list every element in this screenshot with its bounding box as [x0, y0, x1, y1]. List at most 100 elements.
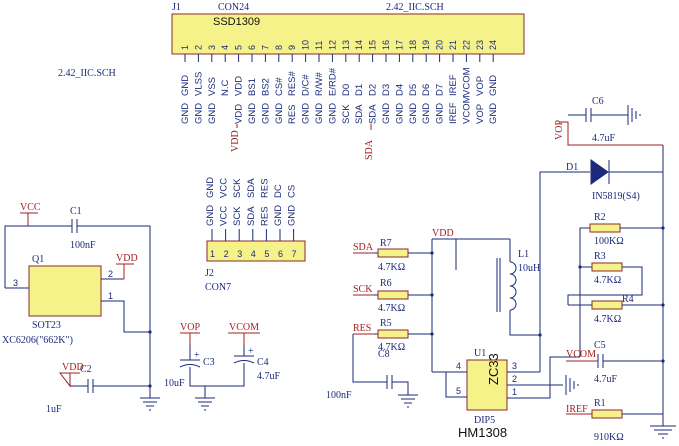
c2-vdd-net: VDD [62, 362, 84, 373]
j1-net-name: D0 [341, 84, 352, 96]
c5-value: 4.7uF [594, 374, 618, 385]
pullup-sck-net: SCK [353, 284, 373, 295]
j1-net-name: VOP [475, 76, 486, 96]
u1-pin1: 1 [512, 387, 517, 397]
j2-pin-2: 2 [224, 249, 229, 259]
j1-pin-9: 9 [287, 45, 297, 50]
j1-net-name: GND [180, 75, 191, 96]
j2-part: CON7 [205, 282, 231, 293]
j1-net-name: D6 [421, 84, 432, 96]
j1-wire-label: GND [260, 103, 271, 124]
l1-value: 10uH [518, 263, 540, 274]
r2-resistor [589, 223, 621, 233]
u1-chip-name: ZC33 [486, 353, 501, 385]
j1-pin-19: 19 [421, 40, 431, 50]
q1-pin1-lead [101, 300, 150, 333]
junction-dot [661, 226, 665, 230]
j1-wire-label: GND [207, 103, 218, 124]
u1-ref: U1 [474, 348, 486, 359]
j1-net-name: D5 [408, 84, 419, 96]
r6-resistor [377, 290, 409, 300]
q1-pin3: 3 [13, 278, 18, 288]
j1-net-name: BS2 [260, 78, 271, 96]
j1-wire-label: IREF [448, 102, 459, 124]
junction-dot [430, 332, 434, 336]
j1-wire-label: VOP [475, 104, 486, 124]
r4-resistor [591, 300, 623, 310]
j1-pin-1: 1 [180, 45, 190, 50]
q1-vdd-net: VDD [116, 253, 138, 264]
j1-pin-10: 10 [301, 40, 311, 50]
vcc-net: VCC [20, 202, 41, 213]
u1-pin3: 3 [512, 361, 517, 371]
j1-wire-label: GND [314, 103, 325, 124]
junction-dot [578, 265, 582, 269]
vop-stub [559, 121, 663, 146]
c3-vop-net: VOP [180, 322, 200, 333]
j1-pin-17: 17 [394, 40, 404, 50]
j1-wire-label: GND [408, 103, 419, 124]
c8-value: 100nF [326, 390, 352, 401]
j2-bottom-label: GND [287, 205, 298, 226]
c3-vop-stub [180, 332, 200, 345]
j1-wire-label: SDA [354, 104, 365, 124]
l1-coil [509, 261, 517, 311]
j2-connector-body [206, 240, 306, 262]
j1-net-name: N.C [220, 80, 231, 97]
j2-pin-5: 5 [264, 249, 269, 259]
c3-value: 10uF [164, 378, 185, 389]
j1-wire-label: GND [301, 103, 312, 124]
j2-top-label: SCK [232, 178, 243, 198]
ground-symbol-right [650, 425, 676, 439]
j1-wire-label: SDA [368, 104, 379, 124]
j1-net-name: GND [488, 75, 499, 96]
j1-wire-label: GND [394, 103, 405, 124]
q1-part: XC6206("662K") [2, 335, 73, 346]
junction-dot [661, 359, 665, 363]
j2-top-label: SDA [246, 178, 257, 198]
u1-part: HM1308 [458, 425, 507, 440]
c2-vdd-stub [58, 372, 80, 388]
r4-value: 4.7KΩ [594, 314, 621, 325]
d1-anode-wire [539, 171, 590, 335]
j1-pin-20: 20 [435, 40, 445, 50]
j1-sheet-label: 2.42_IIC.SCH [386, 2, 444, 13]
r7-resistor [377, 248, 409, 258]
d1-ref: D1 [566, 162, 578, 173]
u1-package: DIP5 [474, 415, 495, 426]
u1-chip-body [466, 359, 508, 411]
j2-top-label: RES [259, 178, 270, 198]
ground-symbol-u1 [565, 375, 579, 395]
c5-ref: C5 [594, 340, 606, 351]
j1-net-name: D/C# [301, 74, 312, 96]
c2-value: 1uF [46, 404, 62, 415]
r1-resistor [591, 409, 623, 419]
j2-bottom-label: VCC [219, 206, 230, 226]
j1-wire-label: GND [247, 103, 258, 124]
r5-resistor [377, 329, 409, 339]
r6-ref: R6 [380, 278, 392, 289]
j2-top-label: GND [205, 177, 216, 198]
c8-ref: C8 [378, 349, 390, 360]
j2-top-label: DC [273, 184, 284, 198]
j1-pin-15: 15 [368, 40, 378, 50]
j1-pin-21: 21 [448, 40, 458, 50]
r1-ref: R1 [594, 398, 606, 409]
j1-wire-label: GND [488, 103, 499, 124]
j1-net-name: RES# [287, 70, 298, 96]
j2-pin-3: 3 [237, 249, 242, 259]
j1-pin-8: 8 [274, 45, 284, 50]
j1-pin-4: 4 [220, 45, 230, 50]
j1-net-name: D4 [394, 84, 405, 96]
j1-net-name: BS1 [247, 78, 258, 96]
q1-regulator-body [28, 265, 102, 317]
c1-value: 100nF [70, 240, 96, 251]
r7-value: 4.7KΩ [378, 262, 405, 273]
pullup-sda-net: SDA [353, 242, 374, 253]
r1-value: 910KΩ [594, 432, 624, 443]
j2-bottom-label: SDA [246, 206, 257, 226]
j1-net-name: VDD [234, 76, 245, 96]
sheet-note: 2.42_IIC.SCH [58, 68, 116, 79]
j1-net-name: E/RD# [327, 67, 338, 96]
